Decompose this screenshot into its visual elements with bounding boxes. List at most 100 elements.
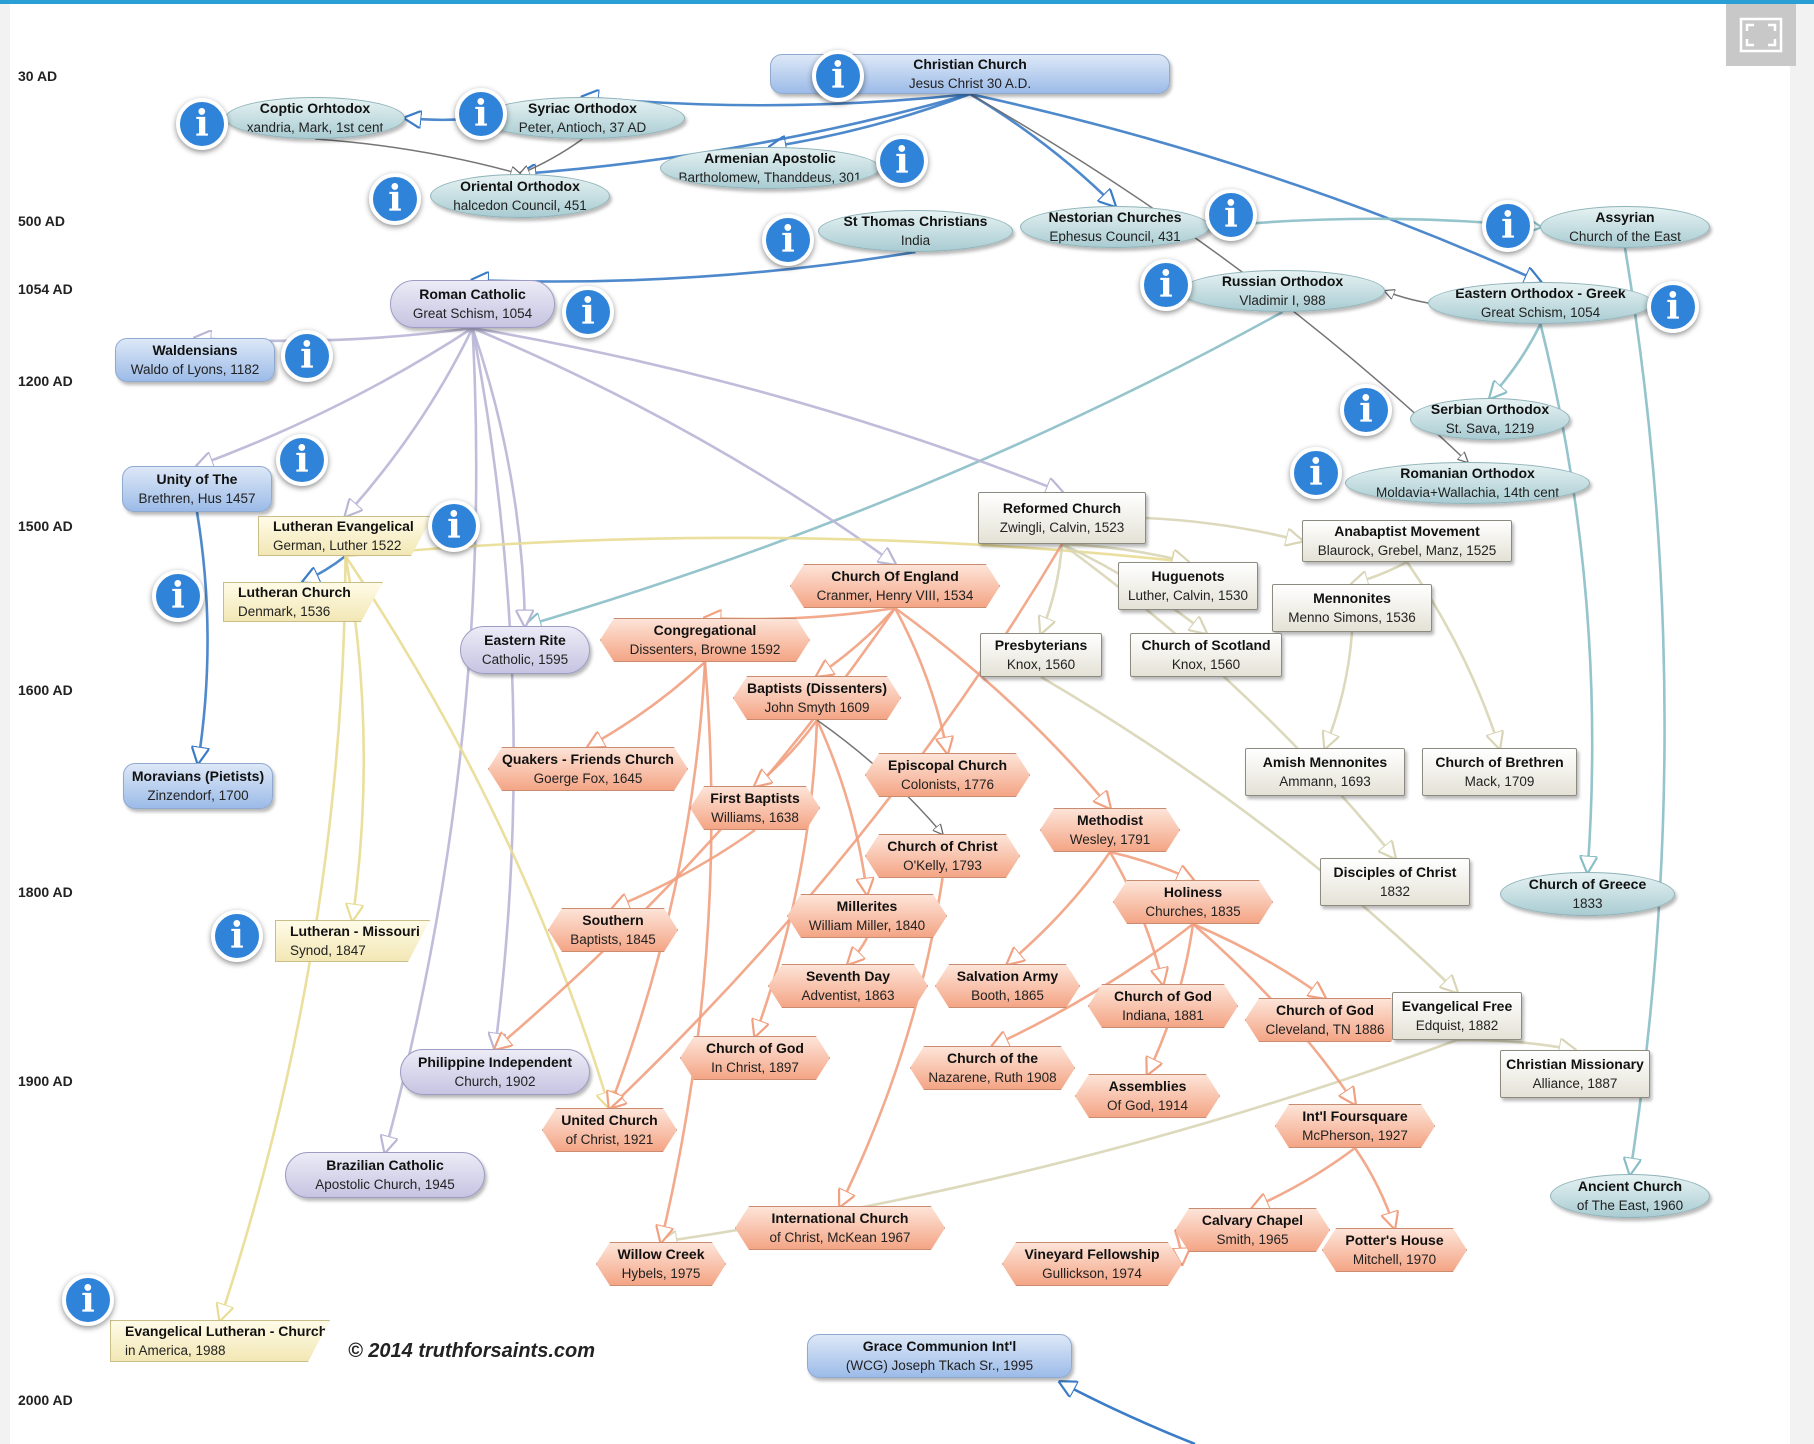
- info-button-unity-of-brethren[interactable]: i: [276, 434, 328, 486]
- church-history-diagram[interactable]: 30 AD 500 AD 1054 AD 1200 AD 1500 AD 160…: [10, 4, 1790, 1444]
- node-subtitle: Knox, 1560: [1171, 657, 1241, 672]
- node-title: St Thomas Christians: [843, 213, 988, 229]
- info-icon: i: [81, 1279, 95, 1321]
- node-subtitle: Cleveland, TN 1886: [1265, 1022, 1385, 1037]
- node-moravians[interactable]: Moravians (Pietists)Zinzendorf, 1700: [123, 763, 273, 809]
- node-title: Eastern Orthodox - Greek: [1455, 285, 1626, 301]
- node-subtitle: Synod, 1847: [290, 943, 366, 958]
- info-button-christian-church[interactable]: i: [812, 50, 864, 102]
- info-button-roman-catholic[interactable]: i: [562, 286, 614, 338]
- info-button-nestorian-churches[interactable]: i: [1205, 189, 1257, 241]
- node-subtitle: Ephesus Council, 431: [1049, 229, 1181, 244]
- info-button-russian-orthodox[interactable]: i: [1140, 259, 1192, 311]
- node-title: Assyrian: [1595, 209, 1655, 225]
- node-subtitle: Brethren, Hus 1457: [138, 491, 256, 506]
- info-button-coptic-orthodox[interactable]: i: [176, 98, 228, 150]
- fullscreen-button[interactable]: [1726, 4, 1796, 66]
- info-button-syriac-orthodox[interactable]: i: [455, 88, 507, 140]
- node-subtitle: in America, 1988: [125, 1343, 226, 1358]
- info-button-lutheran-church-denmark[interactable]: i: [152, 570, 204, 622]
- info-button-lutheran-evangelical[interactable]: i: [428, 500, 480, 552]
- edge-eastern-orthodox-greek-to-serbian-orthodox: [1490, 323, 1542, 398]
- info-button-eastern-orthodox-greek[interactable]: i: [1647, 281, 1699, 333]
- info-button-lutheran-missouri-synod[interactable]: i: [211, 910, 263, 962]
- node-title: Southern: [582, 912, 644, 928]
- info-button-assyrian-church[interactable]: i: [1482, 200, 1534, 252]
- edge-millerites-to-seventh-day-adventist: [848, 937, 869, 964]
- info-button-serbian-orthodox[interactable]: i: [1340, 384, 1392, 436]
- node-grace-communion[interactable]: Grace Communion Int'l(WCG) Joseph Tkach …: [807, 1334, 1072, 1378]
- edge-reformed-church-to-anabaptist-movement: [1145, 516, 1302, 541]
- info-button-st-thomas-christians[interactable]: i: [762, 214, 814, 266]
- info-button-waldensians[interactable]: i: [281, 330, 333, 382]
- node-baptists-dissenters[interactable]: Baptists (Dissenters)John Smyth 1609: [733, 676, 901, 720]
- info-button-oriental-orthodox[interactable]: i: [369, 173, 421, 225]
- info-button-romanian-orthodox[interactable]: i: [1290, 447, 1342, 499]
- info-button-elca[interactable]: i: [62, 1274, 114, 1326]
- node-subtitle: Moldavia+Wallachia, 14th cent: [1376, 485, 1559, 500]
- node-title: Anabaptist Movement: [1334, 523, 1480, 539]
- node-subtitle: Alliance, 1887: [1532, 1076, 1618, 1091]
- node-title: Episcopal Church: [887, 757, 1008, 773]
- info-button-armenian-apostolic[interactable]: i: [876, 135, 928, 187]
